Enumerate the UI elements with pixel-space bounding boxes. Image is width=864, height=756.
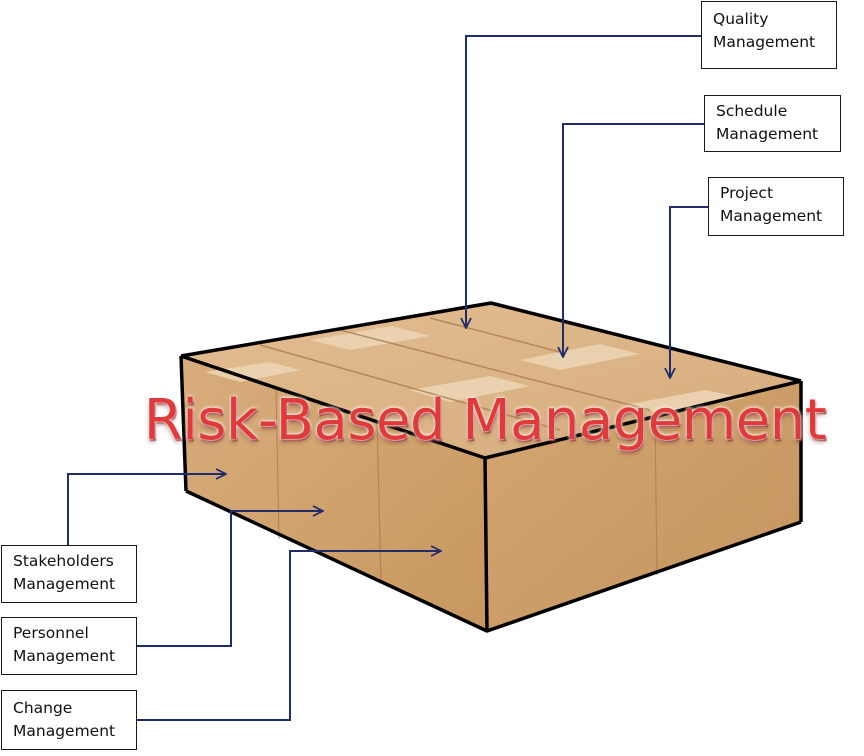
connectors bbox=[67, 35, 708, 721]
connector-project bbox=[670, 206, 708, 378]
connector-quality bbox=[466, 35, 701, 328]
connector-change bbox=[137, 551, 441, 721]
box-seams bbox=[259, 317, 651, 431]
box-left-face bbox=[181, 356, 487, 631]
connector-stakeholders bbox=[67, 474, 226, 545]
cardboard-box bbox=[179, 301, 803, 633]
box-flaps bbox=[275, 385, 658, 583]
connector-personnel bbox=[137, 511, 323, 647]
diagram-title: Risk-Based Management bbox=[143, 388, 827, 453]
box-outline bbox=[179, 301, 803, 633]
connector-schedule bbox=[563, 123, 704, 357]
box-right-face bbox=[485, 381, 801, 631]
